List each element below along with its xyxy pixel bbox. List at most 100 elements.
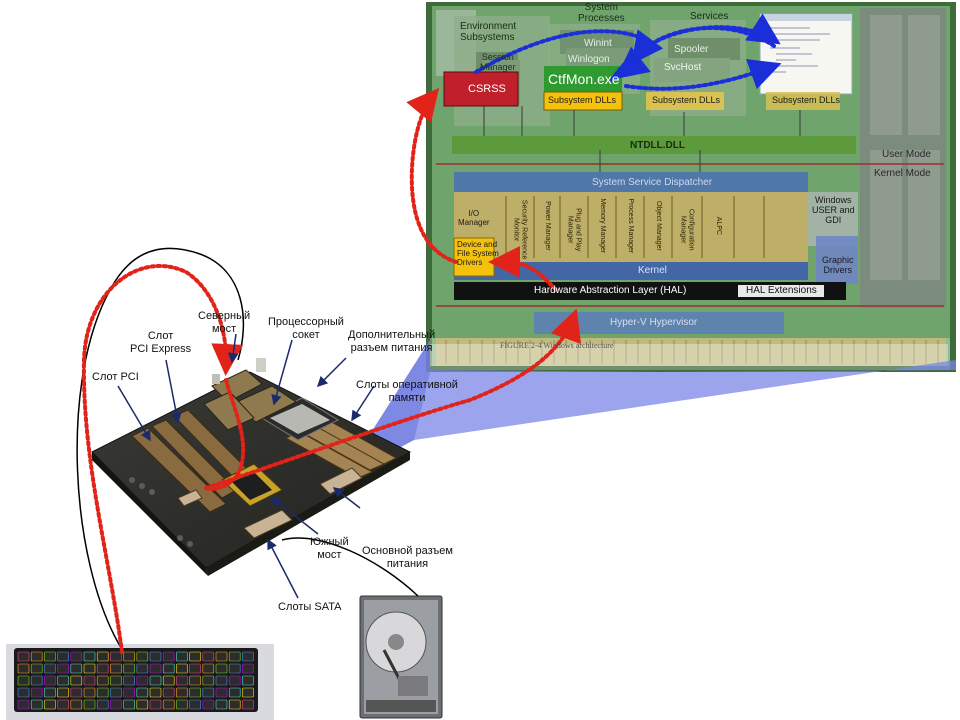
- key-cap: [162, 687, 175, 698]
- key-cap: [176, 687, 188, 698]
- key-cap: [96, 699, 109, 710]
- key-cap: [110, 687, 122, 698]
- ssd-label: System Service Dispatcher: [592, 177, 713, 188]
- subsystem-dlls-label-3: Subsystem DLLs: [772, 95, 841, 105]
- hypervisor-label: Hyper-V Hypervisor: [610, 317, 698, 328]
- key-cap: [162, 699, 175, 710]
- key-cap: [189, 699, 201, 710]
- key-cap: [123, 663, 135, 674]
- key-cap: [83, 651, 96, 662]
- kernel-module-label: ALPC: [714, 216, 722, 235]
- key-cap: [70, 663, 83, 674]
- subsystem-dlls-box-2: [646, 92, 724, 110]
- key-cap: [176, 651, 188, 662]
- key-cap: [110, 663, 122, 674]
- key-cap: [17, 663, 30, 674]
- key-cap: [228, 651, 241, 662]
- hal-label: Hardware Abstraction Layer (HAL): [534, 285, 687, 296]
- key-cap: [228, 699, 241, 710]
- key-cap: [215, 687, 228, 698]
- ctfmon-label: CtfMon.exe: [548, 71, 620, 87]
- hal-extensions-label: HAL Extensions: [746, 285, 817, 296]
- key-cap: [70, 651, 83, 662]
- kernel-module-label: Process Manager: [626, 198, 634, 254]
- callout-lines: [117, 333, 375, 599]
- key-cap: [83, 663, 96, 674]
- key-cap: [149, 663, 162, 674]
- keyboard-photo: [6, 644, 274, 720]
- cables: [76, 247, 419, 647]
- subsystem-dlls-box-1: [543, 91, 623, 111]
- kernel-label: Kernel: [638, 265, 667, 276]
- key-cap: [44, 651, 56, 662]
- key-cap: [96, 687, 109, 698]
- key-cap: [110, 675, 122, 686]
- kernel-mode-label: Kernel Mode: [874, 168, 931, 179]
- key-cap: [228, 687, 241, 698]
- zoom-projection: [342, 340, 956, 478]
- key-cap: [189, 687, 201, 698]
- key-cap: [96, 675, 109, 686]
- key-cap: [176, 663, 188, 674]
- key-cap: [136, 651, 149, 662]
- key-cap: [242, 687, 254, 698]
- key-cap: [44, 663, 56, 674]
- key-cap: [162, 663, 175, 674]
- key-cap: [83, 687, 96, 698]
- key-cap: [136, 687, 149, 698]
- kernel-module-label: Object Manager: [654, 200, 662, 251]
- key-cap: [30, 675, 43, 686]
- key-cap: [242, 699, 254, 710]
- key-cap: [215, 699, 228, 710]
- key-cap: [123, 651, 135, 662]
- key-cap: [215, 651, 228, 662]
- services-label: Services: [690, 11, 729, 22]
- subsystem-dlls-label-1: Subsystem DLLs: [548, 95, 617, 105]
- key-cap: [17, 699, 30, 710]
- key-cap: [136, 663, 149, 674]
- kernel-module-label: Configuration Manager: [680, 208, 695, 251]
- key-cap: [17, 651, 30, 662]
- key-cap: [176, 675, 188, 686]
- winint-label: Winint: [584, 38, 612, 49]
- key-cap: [57, 651, 69, 662]
- key-cap: [202, 663, 215, 674]
- key-cap: [162, 651, 175, 662]
- key-cap: [96, 663, 109, 674]
- key-cap: [44, 675, 56, 686]
- key-cap: [228, 675, 241, 686]
- key-cap: [202, 687, 215, 698]
- keyboard-to-csrss-path: [81, 87, 582, 654]
- key-cap: [17, 687, 30, 698]
- key-cap: [149, 651, 162, 662]
- figure-caption: FIGURE 2-4 Windows architecture: [500, 341, 614, 350]
- key-cap: [30, 663, 43, 674]
- key-cap: [242, 651, 254, 662]
- csrss-box: [443, 71, 519, 107]
- user-mode-label: User Mode: [882, 149, 931, 160]
- subsystem-dlls-box-3: [766, 92, 840, 110]
- csrss-label: CSRSS: [468, 83, 506, 95]
- ctfmon-box: [544, 66, 622, 96]
- label-pci-slot: Слот PCI: [92, 371, 139, 383]
- key-cap: [162, 675, 175, 686]
- key-cap: [30, 687, 43, 698]
- label-sata-slots: Слоты SATA: [278, 601, 342, 613]
- key-cap: [189, 663, 201, 674]
- kernel-module-label: Memory Manager: [598, 198, 606, 254]
- key-cap: [57, 699, 69, 710]
- spooler-label: Spooler: [674, 44, 709, 55]
- key-cap: [110, 699, 122, 710]
- key-cap: [44, 687, 56, 698]
